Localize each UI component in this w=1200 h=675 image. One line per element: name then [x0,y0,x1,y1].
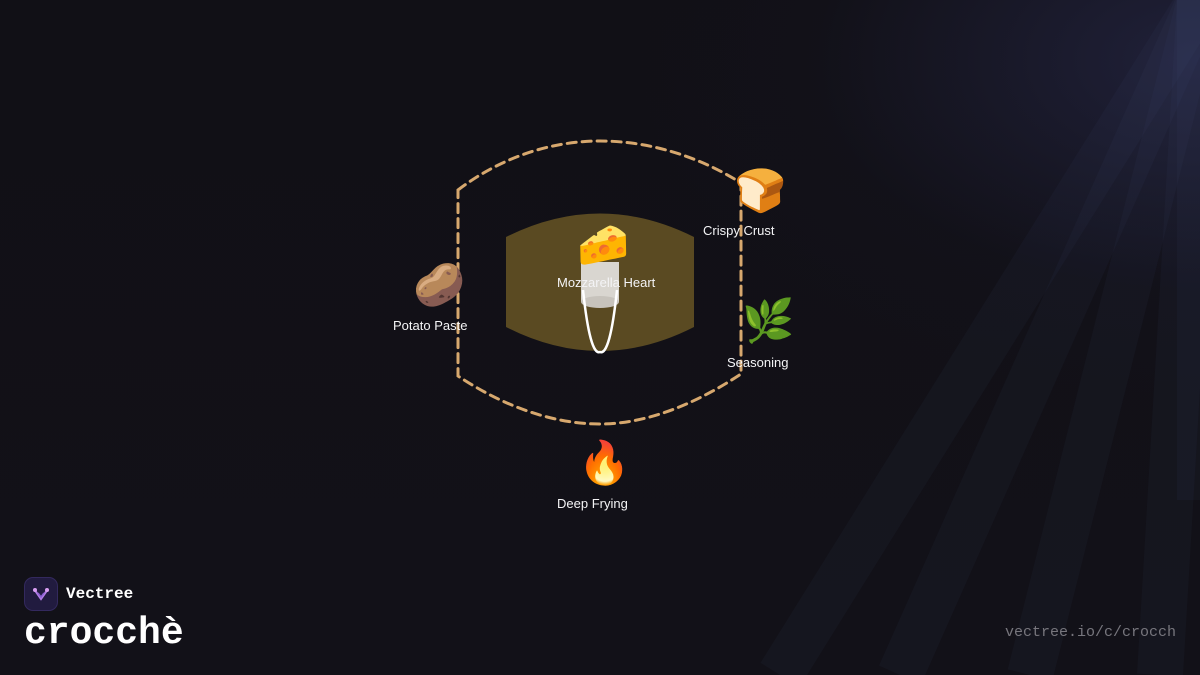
herb-icon: 🌿 [742,296,795,345]
node-label-potato-paste: Potato Paste [393,318,468,333]
center-label: Mozzarella Heart [557,275,656,290]
potato-icon: 🥔 [413,260,466,309]
bread-icon: 🍞 [734,166,787,215]
node-label-crispy-crust: Crispy Crust [703,223,775,238]
source-url[interactable]: vectree.io/c/crocch [1004,624,1176,641]
vectree-logo-icon [24,577,58,611]
node-label-seasoning: Seasoning [727,355,789,370]
cup-icon [581,262,619,354]
brand-name: Vectree [66,585,134,603]
cheese-icon: 🧀 [577,220,630,269]
page-title: crocchè [24,612,184,655]
outer-ring [456,139,743,426]
brand: Vectree [24,577,133,611]
node-label-deep-frying: Deep Frying [557,496,628,511]
fire-icon: 🔥 [578,438,631,487]
